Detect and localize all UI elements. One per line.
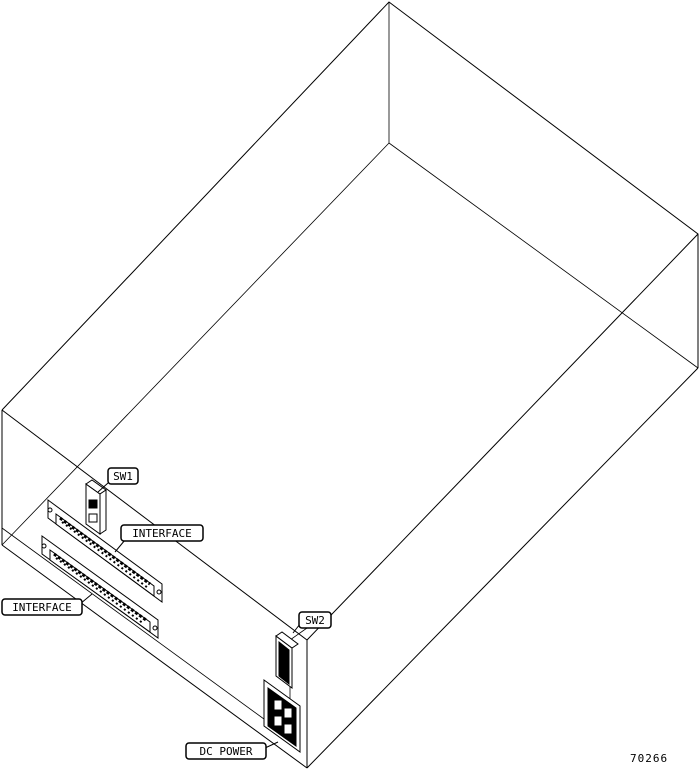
callout-dc-power: DC POWER: [185, 742, 267, 760]
callout-dc-power-text: DC POWER: [200, 745, 253, 758]
interface-connector-lower: [41, 535, 159, 639]
callout-interface-upper-text: INTERFACE: [132, 527, 192, 540]
figure-number: 70266: [630, 752, 668, 765]
sw2-switch: [275, 631, 299, 689]
callout-interface-upper: INTERFACE: [120, 524, 204, 542]
callout-interface-lower-text: INTERFACE: [12, 601, 72, 614]
callout-interface-lower: INTERFACE: [1, 598, 83, 616]
callout-sw1-text: SW1: [113, 470, 133, 483]
callout-sw2-text: SW2: [305, 614, 325, 627]
dc-power-connector: [263, 679, 301, 753]
chassis-inner-edges: [1, 2, 699, 546]
interface-connector-upper: [47, 499, 163, 603]
callout-sw2: SW2: [298, 611, 332, 629]
sw1-switch: [85, 479, 107, 535]
callout-sw1: SW1: [107, 467, 139, 485]
